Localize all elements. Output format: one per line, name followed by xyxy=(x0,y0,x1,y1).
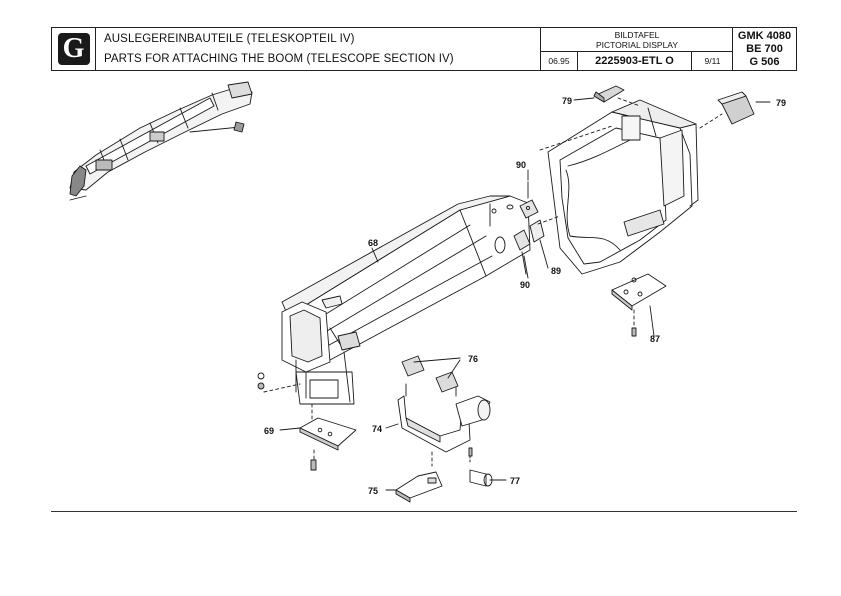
bottom-rule xyxy=(51,511,797,512)
pictorial-block: BILDTAFEL PICTORIAL DISPLAY 06.95 222590… xyxy=(540,28,733,70)
callout-79-left: 79 xyxy=(562,96,572,106)
logo-cell: G xyxy=(52,28,96,70)
doc-date: 06.95 xyxy=(541,52,578,70)
title-english: PARTS FOR ATTACHING THE BOOM (TELESCOPE … xyxy=(104,53,454,65)
mounting-plate-part-87 xyxy=(611,273,667,337)
section-code: BE 700 xyxy=(746,43,783,55)
sheet-code: G 506 xyxy=(749,56,780,68)
pads-part-76 xyxy=(401,355,459,393)
page-number: 9/11 xyxy=(704,56,721,66)
logo-letter: G xyxy=(62,33,85,64)
callout-68: 68 xyxy=(368,238,378,248)
bracket-part-89 xyxy=(529,219,545,243)
support-bracket-part-74 xyxy=(397,383,491,467)
callout-75: 75 xyxy=(368,486,378,496)
callout-labels: 68 69 74 75 76 77 79 79 87 89 90 90 xyxy=(264,96,786,496)
doc-number: 2225903-ETL O xyxy=(578,52,692,70)
title-german: AUSLEGEREINBAUTEILE (TELESKOPTEIL IV) xyxy=(104,33,355,45)
wedge-part-75 xyxy=(395,471,443,503)
callout-87: 87 xyxy=(650,334,660,344)
boom-head-casing xyxy=(547,99,699,275)
crane-overview-illustration xyxy=(69,81,253,201)
model-block: GMK 4080 BE 700 G 506 xyxy=(732,28,796,70)
model-name: GMK 4080 xyxy=(737,30,792,42)
callout-74: 74 xyxy=(372,424,382,434)
callout-90-lower: 90 xyxy=(520,280,530,290)
callout-76: 76 xyxy=(468,354,478,364)
pin-part-77 xyxy=(468,447,493,487)
title-block: G AUSLEGEREINBAUTEILE (TELESKOPTEIL IV) … xyxy=(51,27,797,71)
pictorial-label: PICTORIAL DISPLAY xyxy=(595,40,679,50)
pictorial-heading: BILDTAFEL PICTORIAL DISPLAY xyxy=(541,28,733,52)
callout-89: 89 xyxy=(551,266,561,276)
bildtafel-label: BILDTAFEL xyxy=(614,30,660,40)
company-logo: G xyxy=(57,33,90,65)
telescope-section-part-68 xyxy=(281,195,531,405)
callout-90-upper: 90 xyxy=(516,160,526,170)
doc-info-row: 06.95 2225903-ETL O 9/11 xyxy=(541,52,733,70)
plate-part-69 xyxy=(257,372,357,471)
bracket-part-90-lower xyxy=(513,229,531,275)
callout-77: 77 xyxy=(510,476,520,486)
callout-79-right: 79 xyxy=(776,98,786,108)
bracket-part-90-upper xyxy=(519,181,539,219)
leader-lines xyxy=(279,97,771,491)
callout-69: 69 xyxy=(264,426,274,436)
